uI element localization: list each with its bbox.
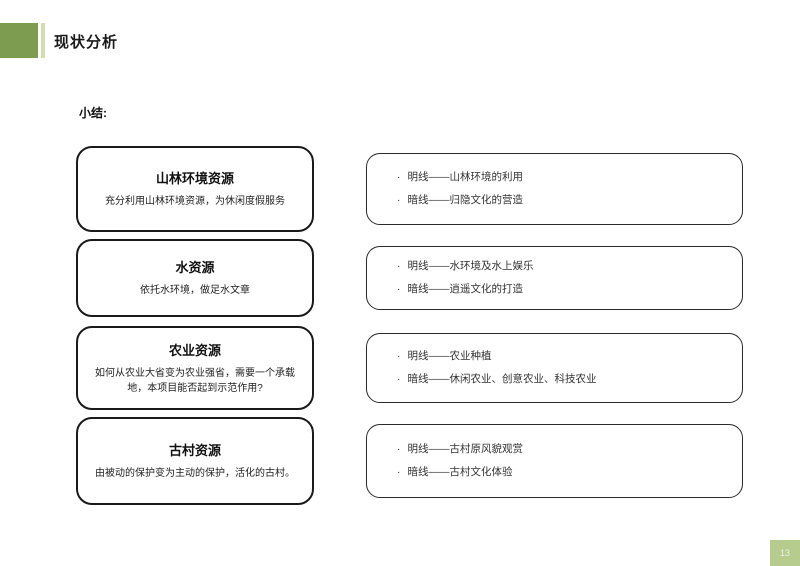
bullet-line: · 明线——农业种植 bbox=[397, 345, 742, 368]
resource-row-water: · 明线——水环境及水上娱乐 · 暗线——逍遥文化的打造 水资源 依托水环境，做足水… bbox=[76, 239, 743, 317]
resource-card-desc: 由被动的保护变为主动的保护，活化的古村。 bbox=[95, 468, 295, 480]
bullet-icon: · bbox=[397, 350, 401, 362]
bullet-text: 暗线——归隐文化的营造 bbox=[407, 194, 524, 206]
bullet-text: 暗线——休闲农业、创意农业、科技农业 bbox=[407, 373, 597, 385]
detail-card-water: · 明线——水环境及水上娱乐 · 暗线——逍遥文化的打造 bbox=[366, 246, 743, 310]
bullet-icon: · bbox=[397, 194, 401, 206]
resource-row-agriculture: · 明线——农业种植 · 暗线——休闲农业、创意农业、科技农业 农业资源 如何从农业… bbox=[76, 326, 743, 410]
bullet-text: 暗线——古村文化体验 bbox=[407, 466, 513, 478]
bullet-text: 暗线——逍遥文化的打造 bbox=[407, 283, 524, 295]
bullet-icon: · bbox=[397, 443, 401, 455]
resource-card-desc: 如何从农业大省变为农业强省，需要一个承载地，本项目能否起到示范作用? bbox=[95, 367, 295, 395]
bullet-line: · 明线——古村原风貌观赏 bbox=[397, 438, 742, 461]
bullet-text: 明线——水环境及水上娱乐 bbox=[407, 260, 534, 272]
summary-label: 小结: bbox=[79, 106, 107, 120]
bullet-text: 明线——古村原风貌观赏 bbox=[407, 443, 524, 455]
resource-rows: · 明线——山林环境的利用 · 暗线——归隐文化的营造 山林环境资源 充分利用山林环… bbox=[76, 146, 743, 505]
bullet-line: · 暗线——休闲农业、创意农业、科技农业 bbox=[397, 368, 742, 391]
detail-card-village: · 明线——古村原风貌观赏 · 暗线——古村文化体验 bbox=[366, 424, 743, 498]
bullet-text: 明线——农业种植 bbox=[407, 350, 492, 362]
bullet-line: · 明线——水环境及水上娱乐 bbox=[397, 255, 742, 278]
resource-card-forest: 山林环境资源 充分利用山林环境资源，为休闲度假服务 bbox=[76, 146, 314, 232]
resource-card-water: 水资源 依托水环境，做足水文章 bbox=[76, 239, 314, 317]
bullet-line: · 暗线——古村文化体验 bbox=[397, 461, 742, 484]
resource-card-desc: 依托水环境，做足水文章 bbox=[140, 285, 250, 297]
bullet-line: · 明线——山林环境的利用 bbox=[397, 166, 742, 189]
header-accent-square bbox=[0, 23, 38, 58]
bullet-line: · 暗线——逍遥文化的打造 bbox=[397, 278, 742, 301]
bullet-icon: · bbox=[397, 283, 401, 295]
bullet-icon: · bbox=[397, 260, 401, 272]
resource-card-title: 农业资源 bbox=[168, 342, 221, 358]
bullet-icon: · bbox=[397, 466, 401, 478]
page-number-badge: 13 bbox=[770, 540, 800, 566]
bullet-text: 明线——山林环境的利用 bbox=[407, 171, 524, 183]
resource-card-title: 山林环境资源 bbox=[155, 171, 234, 187]
bullet-line: · 暗线——归隐文化的营造 bbox=[397, 189, 742, 212]
resource-card-agriculture: 农业资源 如何从农业大省变为农业强省，需要一个承载地，本项目能否起到示范作用? bbox=[76, 326, 314, 410]
bullet-icon: · bbox=[397, 171, 401, 183]
header-accent-stripe bbox=[41, 23, 45, 58]
resource-card-title: 水资源 bbox=[175, 260, 215, 276]
resource-card-desc: 充分利用山林环境资源，为休闲度假服务 bbox=[105, 196, 285, 208]
detail-card-agriculture: · 明线——农业种植 · 暗线——休闲农业、创意农业、科技农业 bbox=[366, 333, 743, 403]
resource-row-forest: · 明线——山林环境的利用 · 暗线——归隐文化的营造 山林环境资源 充分利用山林环… bbox=[76, 146, 743, 232]
resource-row-village: · 明线——古村原风貌观赏 · 暗线——古村文化体验 古村资源 由被动的保护变为主动… bbox=[76, 417, 743, 505]
page-title: 现状分析 bbox=[54, 34, 119, 51]
resource-card-village: 古村资源 由被动的保护变为主动的保护，活化的古村。 bbox=[76, 417, 314, 505]
detail-card-forest: · 明线——山林环境的利用 · 暗线——归隐文化的营造 bbox=[366, 153, 743, 225]
bullet-icon: · bbox=[397, 373, 401, 385]
resource-card-title: 古村资源 bbox=[168, 443, 221, 459]
